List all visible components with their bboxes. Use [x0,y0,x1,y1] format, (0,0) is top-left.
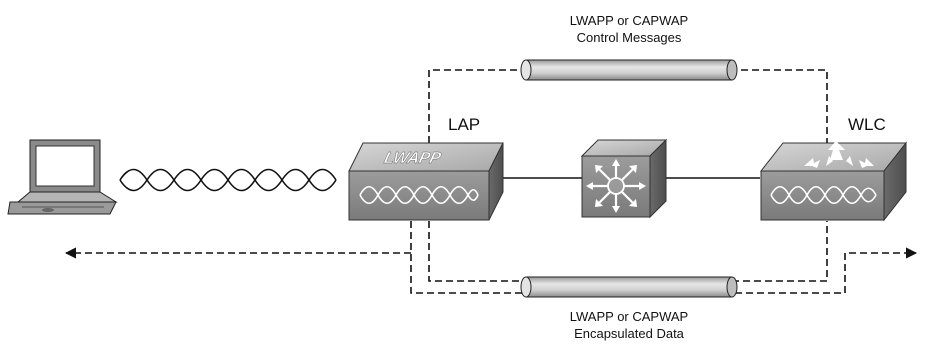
control-label-line2: Control Messages [577,30,682,45]
lap-label: LAP [448,115,480,134]
data-label-line1: LWAPP or CAPWAP [570,309,688,324]
wlc-label: WLC [848,115,886,134]
radio-waves-icon [119,168,337,192]
control-tunnel [520,59,738,81]
access-point-icon [348,142,504,221]
lap-brand-label: LWAPP [382,149,443,167]
control-path-line [428,69,828,143]
data-path-line [428,221,828,282]
laptop-icon [7,139,118,215]
data-label-line2: Encapsulated Data [574,326,685,341]
data-path-outer-line [410,221,918,294]
data-tunnel [520,276,738,298]
control-label-line1: LWAPP or CAPWAP [570,13,688,28]
wireless-lan-controller-icon [759,141,908,222]
multilayer-switch-icon [580,138,668,219]
